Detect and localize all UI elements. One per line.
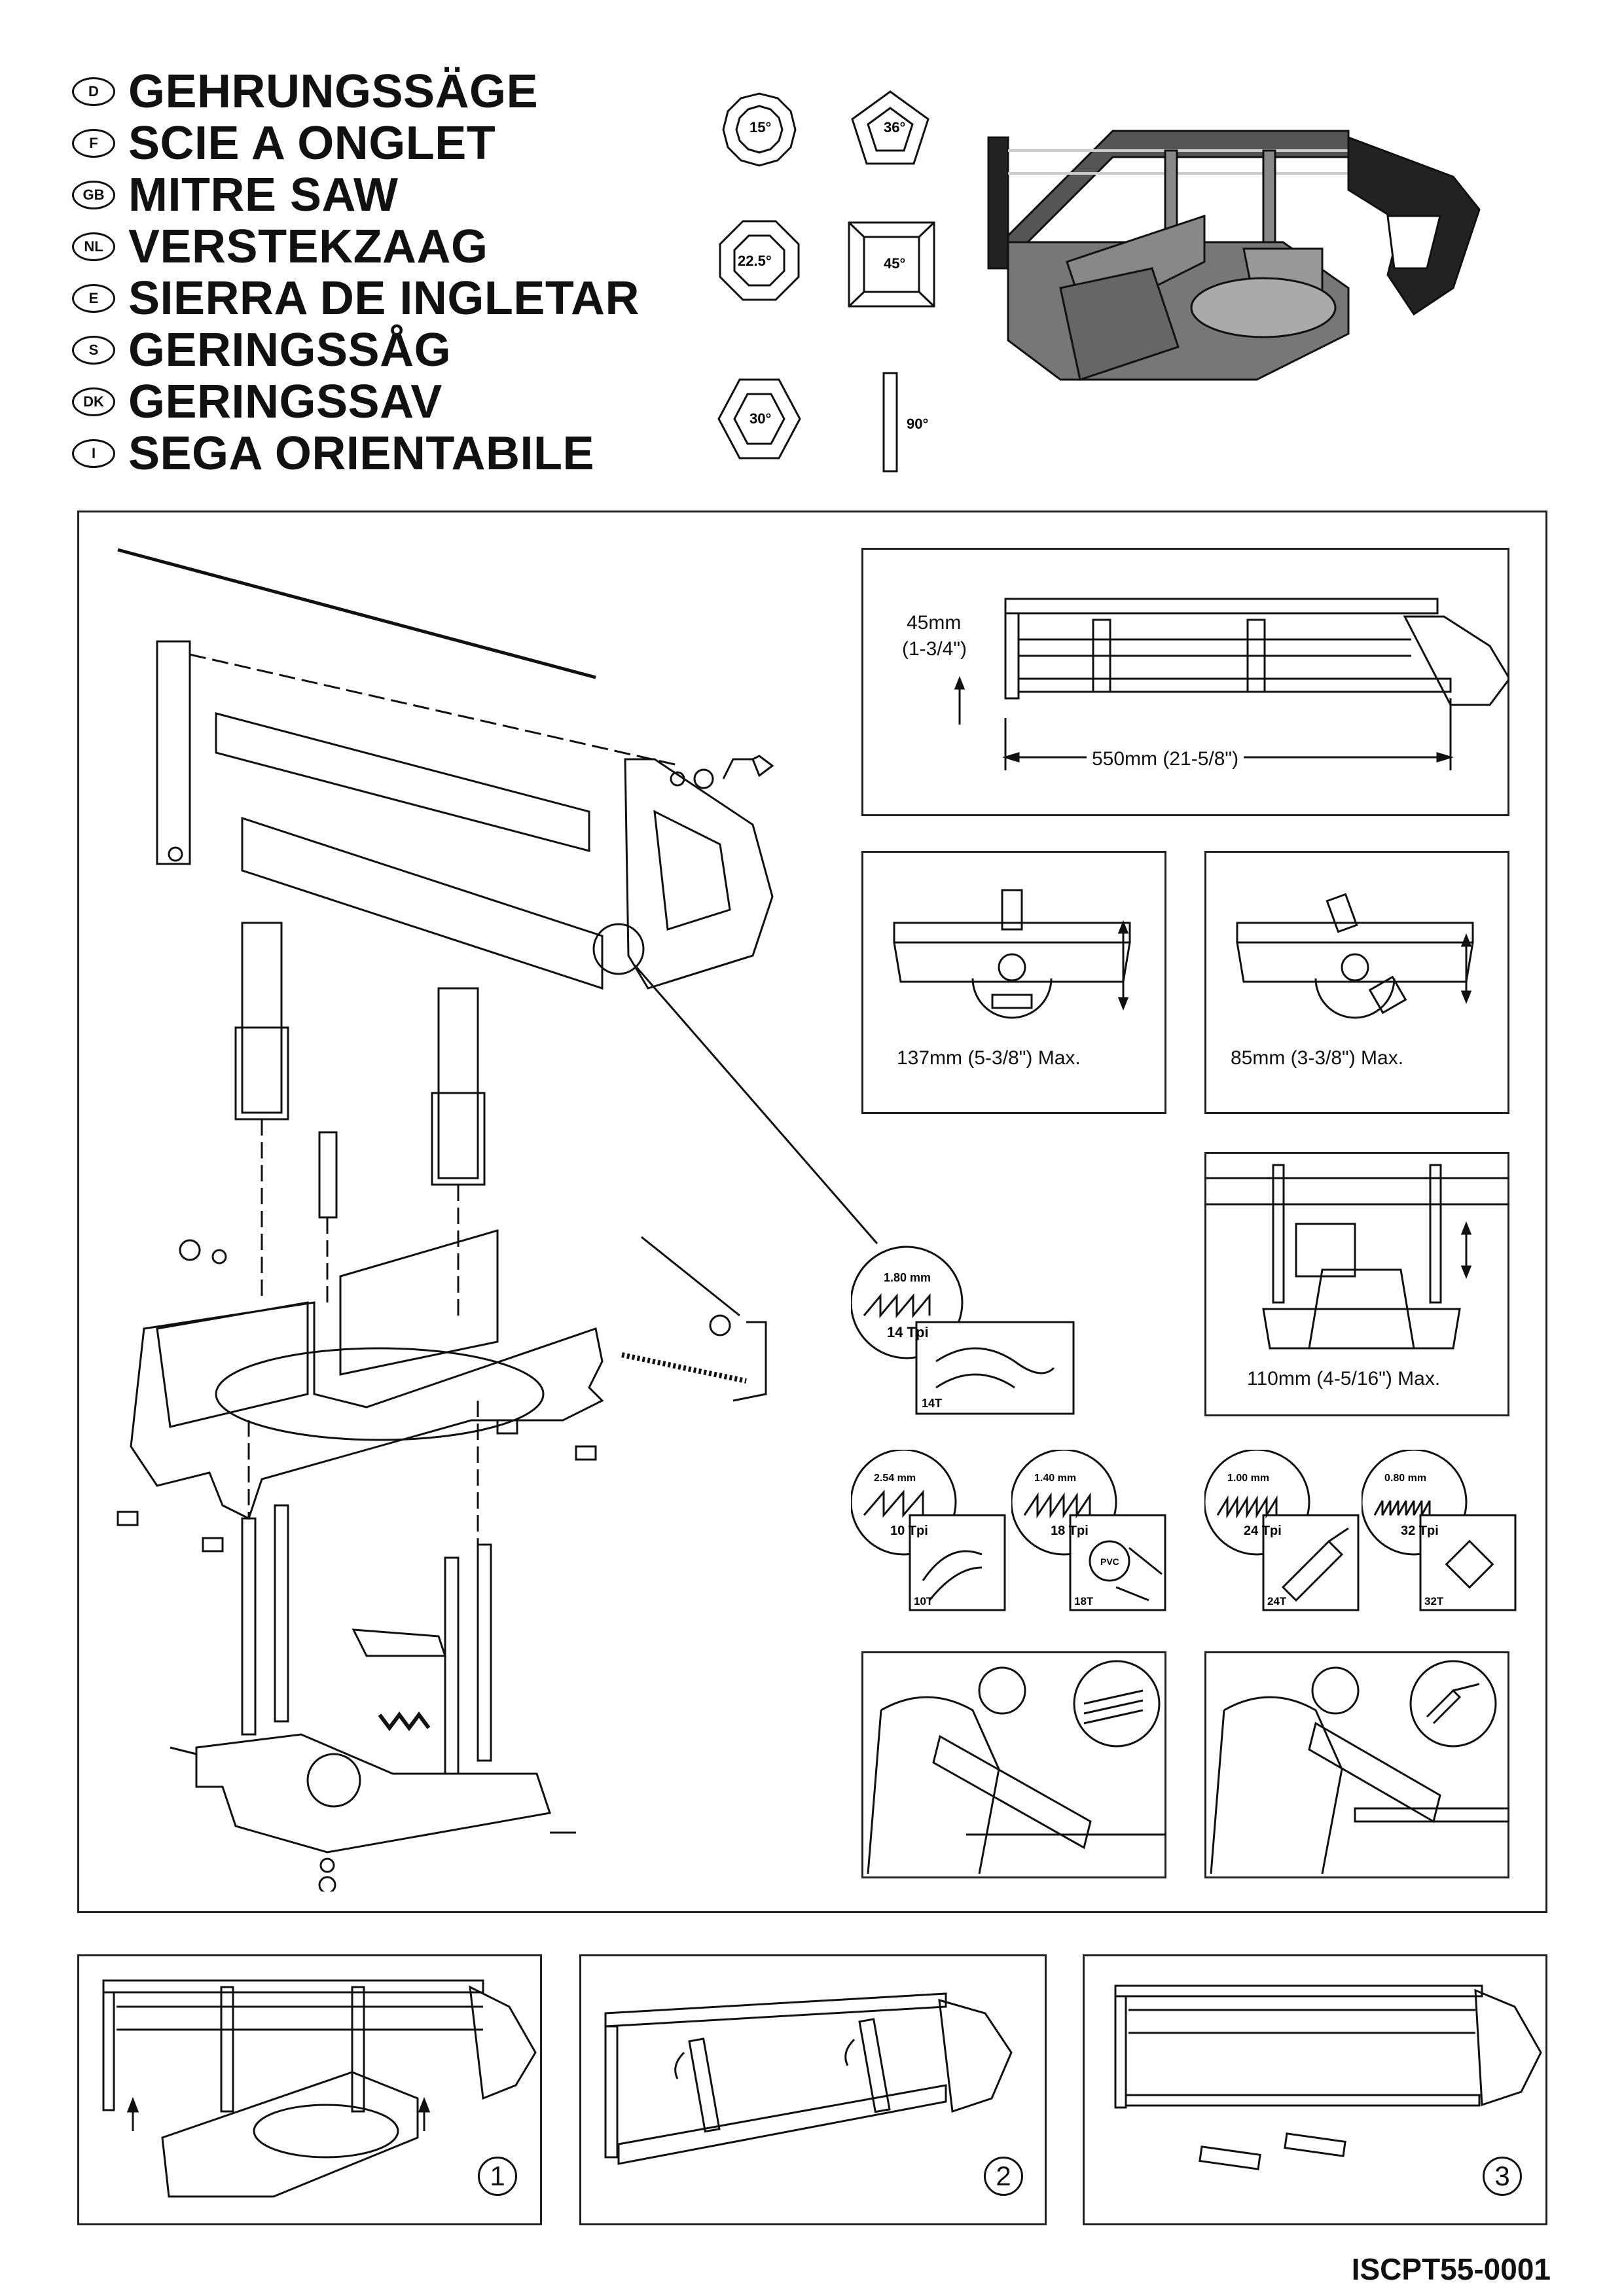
title-row-it: I SEGA ORIENTABILE bbox=[72, 427, 640, 479]
octagon-icon bbox=[719, 220, 800, 301]
person-sawing-drawing bbox=[867, 1660, 1166, 1874]
lang-badge: S bbox=[72, 335, 115, 365]
capacity-label: 110mm (4-5/16") Max. bbox=[1247, 1368, 1441, 1390]
lang-badge: GB bbox=[72, 180, 115, 209]
title-text: VERSTEKZAAG bbox=[128, 220, 488, 273]
pitch-label: 1.00 mm bbox=[1227, 1473, 1269, 1484]
title-row-de: D GEHRUNGSSÄGE bbox=[72, 65, 640, 117]
strip-icon bbox=[882, 372, 898, 473]
clamp-drawing-110 bbox=[1204, 1164, 1509, 1350]
lang-badge: I bbox=[72, 439, 115, 468]
product-photo bbox=[987, 130, 1481, 381]
exploded-diagram bbox=[117, 548, 878, 1892]
lang-badge: D bbox=[72, 77, 115, 106]
angle-label: 45° bbox=[884, 255, 905, 272]
capacity-label: 85mm (3-3/8") Max. bbox=[1231, 1047, 1404, 1069]
document-code: ISCPT55-0001 bbox=[1351, 2252, 1551, 2286]
pentagon-icon bbox=[851, 90, 929, 165]
title-text: GERINGSSÅG bbox=[128, 323, 452, 376]
frame-end-part bbox=[156, 640, 191, 865]
blade-24t-icon: 1.00 mm 24 Tpi 24T bbox=[1204, 1450, 1360, 1611]
tpi-label: 24 Tpi bbox=[1244, 1524, 1282, 1538]
pvc-label: PVC bbox=[1100, 1556, 1119, 1567]
height-label: 45mm bbox=[907, 612, 962, 634]
title-text: GEHRUNGSSÄGE bbox=[128, 65, 539, 118]
title-row-se: S GERINGSSÅG bbox=[72, 324, 640, 376]
lang-badge: F bbox=[72, 128, 115, 158]
box-drawing-137 bbox=[893, 889, 1131, 1019]
tpi-label: 10 Tpi bbox=[890, 1524, 928, 1538]
hexagon-icon bbox=[717, 378, 801, 459]
angle-label: 90° bbox=[907, 416, 928, 432]
tpi-label: 18 Tpi bbox=[1051, 1524, 1089, 1538]
step-1-drawing bbox=[102, 1979, 537, 2198]
title-text: SIERRA DE INGLETAR bbox=[128, 272, 640, 325]
length-label: 550mm (21-5/8") bbox=[1087, 748, 1244, 770]
pitch-label: 0.80 mm bbox=[1384, 1473, 1426, 1484]
step-3-drawing bbox=[1114, 1984, 1542, 2170]
mitre-box-part bbox=[130, 1301, 604, 1520]
blade-tag: 14T bbox=[922, 1397, 942, 1410]
title-text: GERINGSSAV bbox=[128, 375, 442, 428]
title-row-fr: F SCIE A ONGLET bbox=[72, 117, 640, 169]
step-panel-3 bbox=[1083, 1954, 1547, 2225]
blade-32t-icon: 0.80 mm 32 Tpi 32T bbox=[1362, 1450, 1517, 1611]
step-number: 2 bbox=[984, 2157, 1023, 2196]
title-row-nl: NL VERSTEKZAAG bbox=[72, 221, 640, 272]
angle-label: 30° bbox=[749, 410, 771, 427]
height-inch-label: (1-3/4") bbox=[902, 638, 967, 660]
blade-tag: 32T bbox=[1424, 1595, 1444, 1607]
title-text: MITRE SAW bbox=[128, 168, 399, 221]
lang-badge: E bbox=[72, 283, 115, 313]
angle-label: 36° bbox=[884, 119, 905, 135]
step-panel-1 bbox=[77, 1954, 542, 2225]
blade-10t-icon: 2.54 mm 10 Tpi 10T bbox=[851, 1450, 1006, 1611]
title-list: D GEHRUNGSSÄGE F SCIE A ONGLET GB MITRE SAW… bbox=[72, 65, 640, 479]
lang-badge: NL bbox=[72, 232, 115, 261]
step-number: 1 bbox=[478, 2157, 517, 2196]
blade-tag: 24T bbox=[1267, 1595, 1287, 1607]
lang-badge: DK bbox=[72, 387, 115, 416]
step-panel-2 bbox=[579, 1954, 1047, 2225]
title-row-dk: DK GERINGSSAV bbox=[72, 376, 640, 427]
square-frame-icon bbox=[848, 221, 935, 308]
pitch-label: 1.80 mm bbox=[884, 1271, 931, 1284]
tpi-label: 14 Tpi bbox=[887, 1324, 929, 1340]
capacity-label: 137mm (5-3/8") Max. bbox=[897, 1047, 1081, 1069]
title-row-gb: GB MITRE SAW bbox=[72, 169, 640, 221]
capacity-panel-110 bbox=[1204, 1152, 1509, 1416]
blade-18t-icon: 1.40 mm 18 Tpi PVC 18T bbox=[1011, 1450, 1166, 1611]
dodecagon-icon bbox=[722, 92, 797, 167]
blade-tag: 18T bbox=[1074, 1595, 1094, 1607]
usage-illustration-left bbox=[861, 1651, 1166, 1878]
base-part bbox=[195, 1733, 551, 1854]
angle-label: 15° bbox=[749, 119, 771, 135]
title-text: SCIE A ONGLET bbox=[128, 117, 496, 170]
blade-14t-icon: 1.80 mm 14 Tpi 14T bbox=[851, 1246, 1075, 1415]
title-text: SEGA ORIENTABILE bbox=[128, 427, 595, 480]
step-2-drawing bbox=[604, 1992, 1013, 2165]
tpi-label: 32 Tpi bbox=[1401, 1524, 1439, 1538]
saw-dimension-drawing bbox=[954, 598, 1509, 770]
angle-shapes: 15° 36° 22.5° 45° 30° 90° bbox=[717, 90, 935, 473]
angle-label: 22.5° bbox=[738, 253, 772, 269]
saw-handle-part bbox=[624, 758, 774, 990]
box-drawing-85 bbox=[1236, 893, 1474, 1019]
person-sawing-drawing-2 bbox=[1210, 1660, 1509, 1874]
dimension-panel bbox=[861, 548, 1509, 816]
pitch-label: 1.40 mm bbox=[1034, 1473, 1076, 1484]
pitch-label: 2.54 mm bbox=[874, 1473, 916, 1484]
title-row-es: E SIERRA DE INGLETAR bbox=[72, 272, 640, 324]
step-number: 3 bbox=[1483, 2157, 1522, 2196]
blade-tag: 10T bbox=[914, 1595, 933, 1607]
